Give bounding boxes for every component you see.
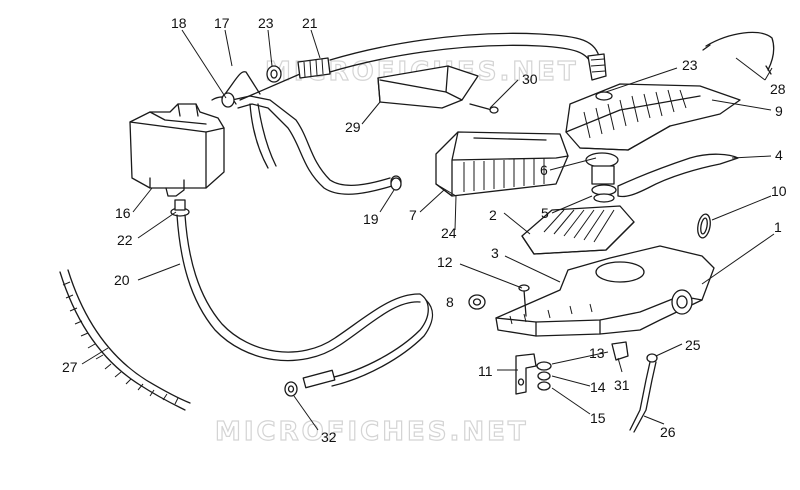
callout-21: 21 bbox=[302, 15, 318, 31]
fitting-part-19 bbox=[390, 177, 402, 191]
callout-19: 19 bbox=[363, 211, 379, 227]
callout-23-left: 23 bbox=[258, 15, 274, 31]
upper-filter-element-part bbox=[435, 131, 569, 197]
breather-hose-part bbox=[297, 32, 607, 81]
callout-31: 31 bbox=[614, 377, 630, 393]
washer-stack-part bbox=[536, 361, 552, 391]
callout-labels: 18 17 23 21 23 28 30 29 9 4 6 5 10 16 19… bbox=[62, 15, 787, 445]
callout-17: 17 bbox=[214, 15, 230, 31]
callout-2: 2 bbox=[489, 207, 497, 223]
callout-14: 14 bbox=[590, 379, 606, 395]
drain-hose-part bbox=[629, 353, 658, 433]
callout-18: 18 bbox=[171, 15, 187, 31]
callout-28: 28 bbox=[770, 81, 786, 97]
callout-12: 12 bbox=[437, 254, 453, 270]
callout-25: 25 bbox=[685, 337, 701, 353]
callout-16: 16 bbox=[115, 205, 131, 221]
callout-9: 9 bbox=[775, 103, 783, 119]
air-box-lower-part bbox=[495, 245, 715, 337]
callout-5: 5 bbox=[541, 205, 549, 221]
grommet-stack-part bbox=[585, 91, 619, 203]
callout-29: 29 bbox=[345, 119, 361, 135]
callout-10: 10 bbox=[771, 183, 787, 199]
lower-filter-element-part bbox=[521, 205, 635, 255]
callout-13: 13 bbox=[589, 345, 605, 361]
callout-4: 4 bbox=[775, 147, 783, 163]
vent-hose-assembly-part bbox=[221, 71, 402, 195]
long-hose-part bbox=[176, 214, 434, 387]
callout-11: 11 bbox=[478, 363, 493, 379]
callout-24: 24 bbox=[441, 225, 457, 241]
hose-clip-part bbox=[170, 199, 190, 217]
screw-part-30 bbox=[469, 103, 499, 114]
hose-fitting-part bbox=[284, 369, 336, 397]
upper-filter-housing-part bbox=[565, 83, 741, 151]
callout-26: 26 bbox=[660, 424, 676, 440]
callout-8: 8 bbox=[446, 294, 454, 310]
leader-lines bbox=[81, 29, 775, 431]
callout-7: 7 bbox=[409, 207, 417, 223]
callout-27: 27 bbox=[62, 359, 78, 375]
callout-1: 1 bbox=[774, 219, 782, 235]
callout-6: 6 bbox=[540, 162, 548, 178]
o-ring-part-10 bbox=[697, 213, 711, 239]
callout-20: 20 bbox=[114, 272, 130, 288]
callout-23-right: 23 bbox=[682, 57, 698, 73]
bracket-part-31 bbox=[611, 341, 629, 361]
callout-30: 30 bbox=[522, 71, 538, 87]
small-cable-part bbox=[702, 31, 775, 75]
ring-clamp-part bbox=[266, 65, 282, 83]
callout-32: 32 bbox=[321, 429, 337, 445]
bracket-part-11 bbox=[515, 353, 537, 395]
callout-3: 3 bbox=[491, 245, 499, 261]
callout-15: 15 bbox=[590, 410, 606, 426]
braided-hose-part bbox=[59, 269, 191, 411]
washer-part-8 bbox=[468, 294, 486, 310]
screw-part-12 bbox=[518, 284, 530, 317]
watermark-bottom: MICROFICHES.NET bbox=[215, 417, 529, 447]
callout-22: 22 bbox=[117, 232, 133, 248]
reservoir-tank-part bbox=[129, 96, 237, 197]
housing-gasket-part bbox=[617, 153, 739, 198]
